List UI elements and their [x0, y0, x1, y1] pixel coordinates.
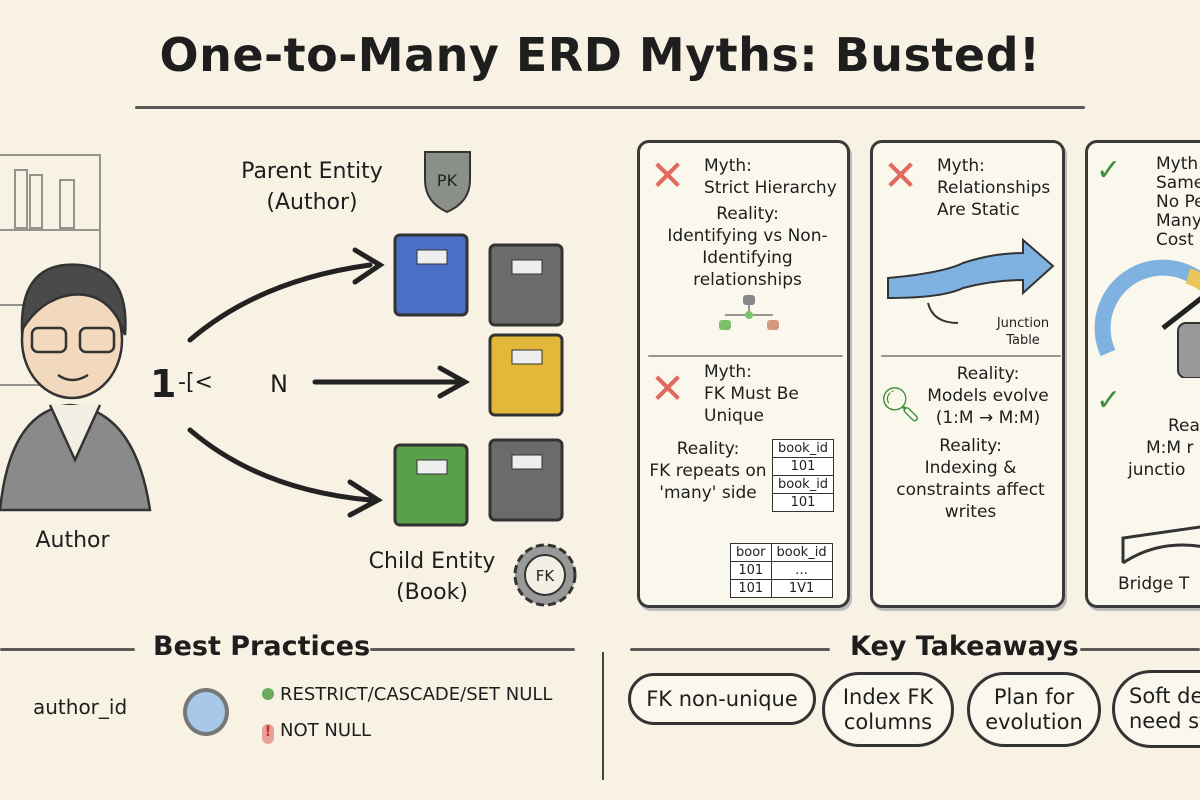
books-group — [393, 233, 564, 527]
myth-card-2: ✕ Myth:Relationships Are Static Junction… — [870, 140, 1065, 608]
myth-text: Myth:Relationships Are Static — [937, 156, 1051, 220]
book-icon — [393, 233, 469, 317]
constraint-item: !NOT NULL — [262, 720, 371, 744]
myth-card-1: ✕ Myth:Strict Hierarchy Reality:Identify… — [637, 140, 850, 608]
pk-badge-text: PK — [437, 171, 458, 190]
page-title: One-to-Many ERD Myths: Busted! — [159, 28, 1041, 82]
warning-icon: ! — [262, 724, 274, 744]
takeaway-bubble: FK non-unique — [628, 673, 816, 725]
evolution-arrow-icon — [887, 238, 1055, 324]
divider — [1080, 648, 1200, 651]
title-underline — [135, 106, 1085, 109]
bridge-icon — [1121, 525, 1200, 565]
svg-text:FK: FK — [536, 567, 556, 585]
myth-text: Myth:Strict Hierarchy — [704, 156, 837, 198]
cross-icon: ✕ — [650, 364, 686, 413]
constraint-badge-icon — [183, 688, 229, 736]
reality-text: Reality:Identifying vs Non-Identifying r… — [667, 204, 828, 290]
divider — [370, 648, 575, 651]
cardinality-one: 1 — [150, 362, 177, 406]
book-label-icon — [511, 259, 543, 275]
key-takeaways-heading: Key Takeaways — [850, 631, 1079, 662]
takeaway-bubble: Plan for evolution — [967, 672, 1101, 747]
field-label: author_id — [33, 695, 128, 719]
reality-text-1: Reality:Models evolve (1:M → M:M) — [927, 364, 1049, 428]
divider — [630, 648, 830, 651]
author-label: Author — [35, 528, 110, 553]
child-entity-label: Child Entity (Book) — [368, 549, 496, 605]
junction-table-label: Junction Table — [996, 316, 1050, 348]
book-label-icon — [511, 349, 543, 365]
author-person-icon — [0, 263, 152, 512]
book-label-icon — [416, 459, 448, 475]
parent-entity-label: Parent Entity (Author) — [241, 159, 383, 215]
book-icon — [488, 438, 564, 522]
best-practices-heading: Best Practices — [153, 631, 371, 662]
check-icon: ✓ — [1096, 153, 1122, 188]
divider — [881, 355, 1061, 357]
check-icon: ✓ — [1096, 383, 1122, 418]
divider — [648, 355, 843, 357]
book-icon — [393, 443, 469, 527]
myth-text: Myth:FK Must Be Unique — [704, 362, 799, 426]
section-divider — [602, 652, 604, 780]
book-icon — [488, 333, 564, 417]
divider — [0, 648, 135, 651]
cardinality-many: N — [270, 370, 288, 398]
magnifier-icon: 🔍︎ — [879, 385, 923, 425]
takeaway-bubble: Index FK columns — [822, 672, 954, 747]
reality-text-2: Reality:Indexing & constraints affect wr… — [896, 436, 1045, 522]
reality-text: Reality:FK repeats on 'many' side — [649, 439, 767, 503]
takeaway-bubble: Soft de need str — [1112, 670, 1200, 748]
green-dot-icon — [262, 688, 274, 700]
performance-gauge-icon — [1094, 259, 1200, 378]
bridge-label: Bridge T — [1118, 574, 1190, 594]
hierarchy-icon — [719, 295, 779, 330]
cross-icon: ✕ — [650, 151, 686, 200]
constraint-item: RESTRICT/CASCADE/SET NULL — [262, 684, 552, 705]
relationship-arrows — [187, 247, 471, 518]
book-label-icon — [511, 454, 543, 470]
book-label-icon — [416, 249, 448, 265]
relationship-illustration: PK FK — [0, 151, 577, 607]
book-icon — [488, 243, 564, 327]
crows-foot-icon: -[< — [178, 370, 213, 395]
fk-gear-icon: FK — [513, 543, 577, 607]
cross-icon: ✕ — [883, 151, 919, 200]
pk-shield-icon: PK — [424, 151, 471, 214]
